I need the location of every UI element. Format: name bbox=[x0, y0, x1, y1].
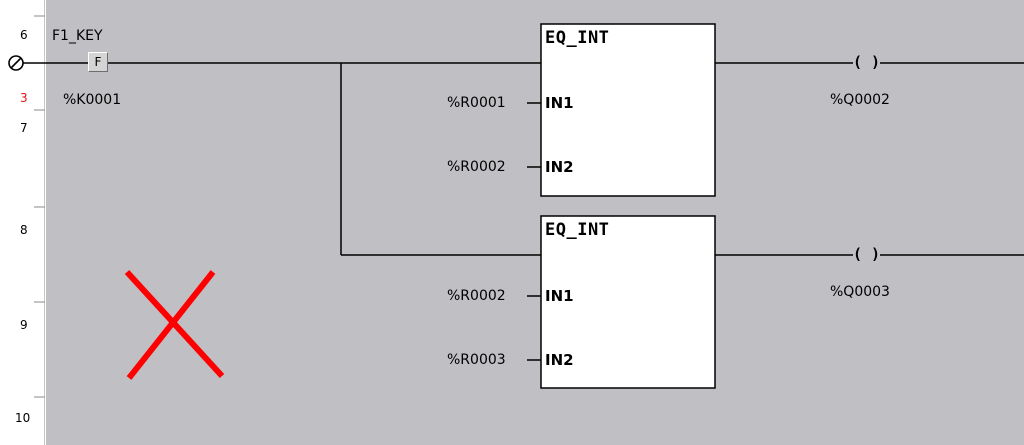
gutter-ticks bbox=[34, 15, 45, 398]
rung-gutter: 6 3 7 8 9 10 bbox=[0, 0, 46, 445]
contact-address: %K0001 bbox=[63, 92, 122, 108]
gutter-divider bbox=[44, 0, 45, 445]
input-variable[interactable]: %R0002 bbox=[447, 159, 506, 175]
output-coil[interactable]: ( ) bbox=[853, 53, 881, 71]
normally-open-contact[interactable]: F bbox=[88, 52, 108, 72]
block-pin-in1: IN1 bbox=[545, 287, 574, 305]
output-coil[interactable]: ( ) bbox=[853, 245, 881, 263]
block-title: EQ_INT bbox=[545, 220, 610, 240]
row-number: 8 bbox=[20, 223, 28, 237]
coil-address: %Q0002 bbox=[830, 92, 890, 108]
row-number: 10 bbox=[15, 411, 31, 425]
row-number: 7 bbox=[20, 121, 28, 135]
no-entry-circle-icon[interactable] bbox=[8, 55, 24, 71]
coil-address: %Q0003 bbox=[830, 284, 890, 300]
block-pin-in2: IN2 bbox=[545, 158, 574, 176]
red-x-icon bbox=[124, 269, 225, 380]
block-pin-in1: IN1 bbox=[545, 94, 574, 112]
contact-name: F1_KEY bbox=[52, 28, 103, 44]
rung-wires bbox=[23, 62, 1024, 361]
input-variable[interactable]: %R0001 bbox=[447, 95, 506, 111]
input-variable[interactable]: %R0003 bbox=[447, 352, 506, 368]
eq-int-block-1[interactable] bbox=[540, 23, 716, 197]
eq-int-block-2[interactable] bbox=[540, 215, 716, 389]
row-number-active: 3 bbox=[20, 91, 28, 105]
block-pin-in2: IN2 bbox=[545, 351, 574, 369]
block-title: EQ_INT bbox=[545, 28, 610, 48]
row-number: 9 bbox=[20, 318, 28, 332]
ladder-canvas[interactable] bbox=[46, 0, 1024, 445]
input-variable[interactable]: %R0002 bbox=[447, 288, 506, 304]
row-number: 6 bbox=[20, 28, 28, 42]
